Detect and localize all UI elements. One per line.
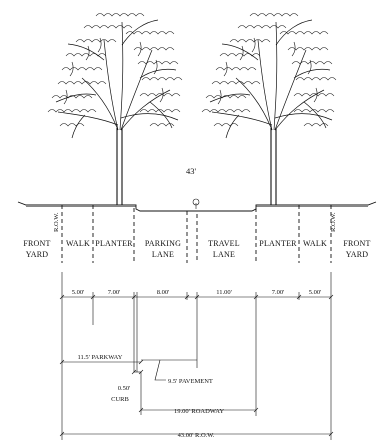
planter-right-label: PLANTER (259, 239, 297, 248)
front-yard-right-line1: FRONT (343, 239, 370, 248)
front-yard-left-line1: FRONT (23, 239, 50, 248)
dim-parking: 8.00' (157, 289, 170, 296)
dim-parkway: 11.5' PARKWAY (78, 354, 123, 361)
travel-lane-line2: LANE (213, 250, 235, 259)
walk-right-label: WALK (303, 239, 327, 248)
walk-left-label: WALK (66, 239, 90, 248)
row-label-left: R.O.W. (53, 212, 60, 232)
dim-walk-right: 5.00' (309, 289, 322, 296)
dimension-labels: 5.00' 7.00' 8.00' 11.00' 7.00' 5.00' 11.… (72, 289, 322, 439)
tree-left-illustration (47, 13, 183, 205)
front-yard-left-line2: YARD (26, 250, 49, 259)
front-yard-right-line2: YARD (346, 250, 369, 259)
dim-row-total: 43.00' R.O.W. (178, 432, 215, 439)
width-label: 43' (186, 166, 197, 176)
tree-right-illustration (201, 13, 337, 205)
dimension-lines (59, 272, 334, 440)
dim-pavement: 9.5' PAVEMENT (168, 378, 213, 385)
dim-curb-label: CURB (111, 396, 129, 403)
parking-lane-line2: LANE (152, 250, 174, 259)
dim-walk-left: 5.00' (72, 289, 85, 296)
dim-planter-left: 7.00' (108, 289, 121, 296)
dim-travel: 11.00' (216, 289, 232, 296)
zone-labels: FRONT YARD WALK PLANTER PARKING LANE TRA… (23, 239, 370, 259)
dim-curb-value: 0.50' (118, 385, 131, 392)
section-dividers (61, 205, 332, 263)
parking-lane-line1: PARKING (145, 239, 181, 248)
travel-lane-line1: TRAVEL (208, 239, 240, 248)
ground-profile (17, 198, 377, 212)
row-label-right: R.O.W. (330, 212, 337, 232)
planter-left-label: PLANTER (95, 239, 133, 248)
dim-roadway: 19.00' ROADWAY (174, 408, 224, 415)
dim-planter-right: 7.00' (272, 289, 285, 296)
